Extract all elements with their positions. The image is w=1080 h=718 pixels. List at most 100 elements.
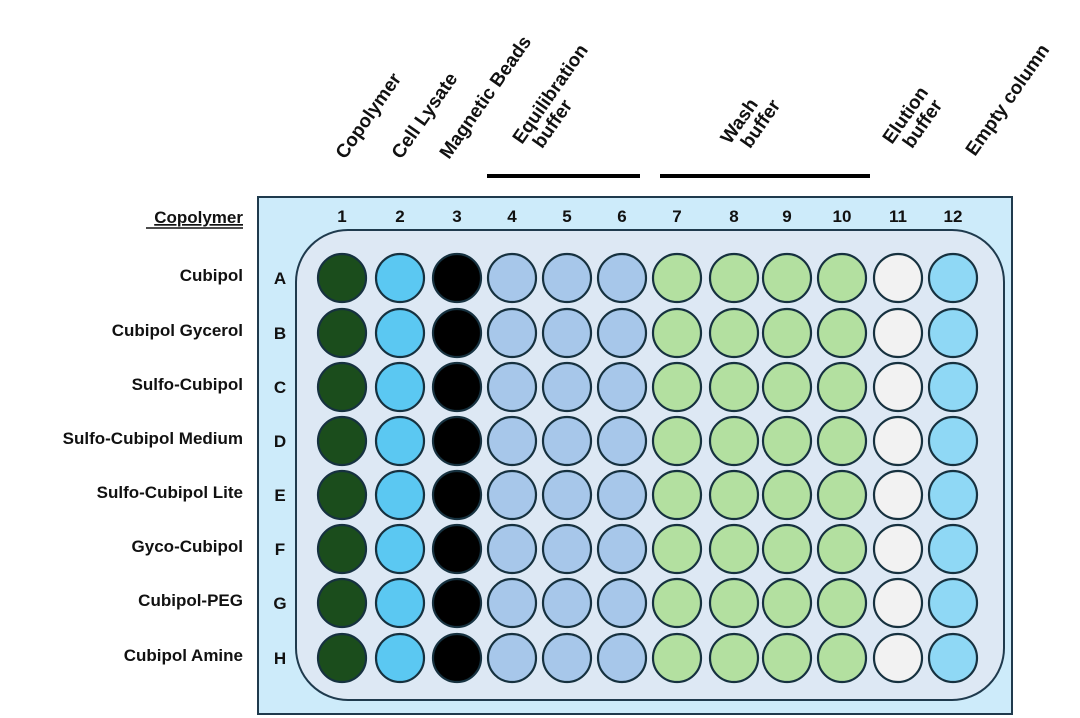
well-E3 [431,469,483,521]
well-G6 [596,577,648,629]
row-name-F: Gyco-Cubipol [132,537,243,556]
column-number-11: 11 [889,207,907,226]
well-H2 [374,632,426,684]
column-number-9: 9 [782,207,791,226]
well-A8 [708,252,760,304]
row-letter-F: F [275,540,285,559]
row-letter-E: E [274,486,285,505]
well-G12 [927,577,979,629]
column-header-empty-column: Empty column [962,41,1054,160]
well-A10 [816,252,868,304]
row-name-H: Cubipol Amine [124,646,243,665]
well-A12 [927,252,979,304]
well-F7 [651,523,703,575]
well-D3 [431,415,483,467]
well-F9 [761,523,813,575]
well-B6 [596,307,648,359]
well-C1 [316,361,368,413]
well-D2 [374,415,426,467]
well-G5 [541,577,593,629]
row-name-G: Cubipol-PEG [138,591,243,610]
well-H3 [431,632,483,684]
well-G7 [651,577,703,629]
well-H6 [596,632,648,684]
well-D12 [927,415,979,467]
well-G3 [431,577,483,629]
well-B1 [316,307,368,359]
column-number-10: 10 [833,207,852,226]
well-E8 [708,469,760,521]
well-E1 [316,469,368,521]
well-H7 [651,632,703,684]
well-D11 [872,415,924,467]
well-G9 [761,577,813,629]
copolymer-title: Copolymer [154,208,243,227]
column-number-7: 7 [672,207,681,226]
well-D8 [708,415,760,467]
well-H12 [927,632,979,684]
well-E11 [872,469,924,521]
well-E10 [816,469,868,521]
well-B4 [486,307,538,359]
column-header-line: Empty column [962,41,1054,160]
well-E7 [651,469,703,521]
well-H5 [541,632,593,684]
row-letter-B: B [274,324,286,343]
well-G4 [486,577,538,629]
well-G11 [872,577,924,629]
well-B10 [816,307,868,359]
well-H4 [486,632,538,684]
column-number-3: 3 [452,207,461,226]
well-A6 [596,252,648,304]
well-E2 [374,469,426,521]
well-A11 [872,252,924,304]
well-F2 [374,523,426,575]
well-F11 [872,523,924,575]
well-C8 [708,361,760,413]
column-number-5: 5 [562,207,571,226]
well-D1 [316,415,368,467]
well-E9 [761,469,813,521]
row-name-A: Cubipol [180,266,243,285]
well-H11 [872,632,924,684]
well-H10 [816,632,868,684]
well-E6 [596,469,648,521]
well-B8 [708,307,760,359]
well-C6 [596,361,648,413]
well-F10 [816,523,868,575]
well-G10 [816,577,868,629]
well-H9 [761,632,813,684]
well-D6 [596,415,648,467]
well-F5 [541,523,593,575]
column-number-6: 6 [617,207,626,226]
well-B5 [541,307,593,359]
row-letter-D: D [274,432,286,451]
column-number-12: 12 [944,207,963,226]
row-letter-G: G [273,594,286,613]
well-E4 [486,469,538,521]
row-name-E: Sulfo-Cubipol Lite [97,483,243,502]
row-letter-C: C [274,378,286,397]
well-C9 [761,361,813,413]
row-letter-H: H [274,649,286,668]
well-A3 [431,252,483,304]
well-D5 [541,415,593,467]
row-name-B: Cubipol Gycerol [112,321,243,340]
well-B11 [872,307,924,359]
well-B3 [431,307,483,359]
well-E12 [927,469,979,521]
well-D7 [651,415,703,467]
well-C5 [541,361,593,413]
well-B2 [374,307,426,359]
well-C11 [872,361,924,413]
well-C10 [816,361,868,413]
column-number-4: 4 [507,207,517,226]
well-B9 [761,307,813,359]
well-G8 [708,577,760,629]
